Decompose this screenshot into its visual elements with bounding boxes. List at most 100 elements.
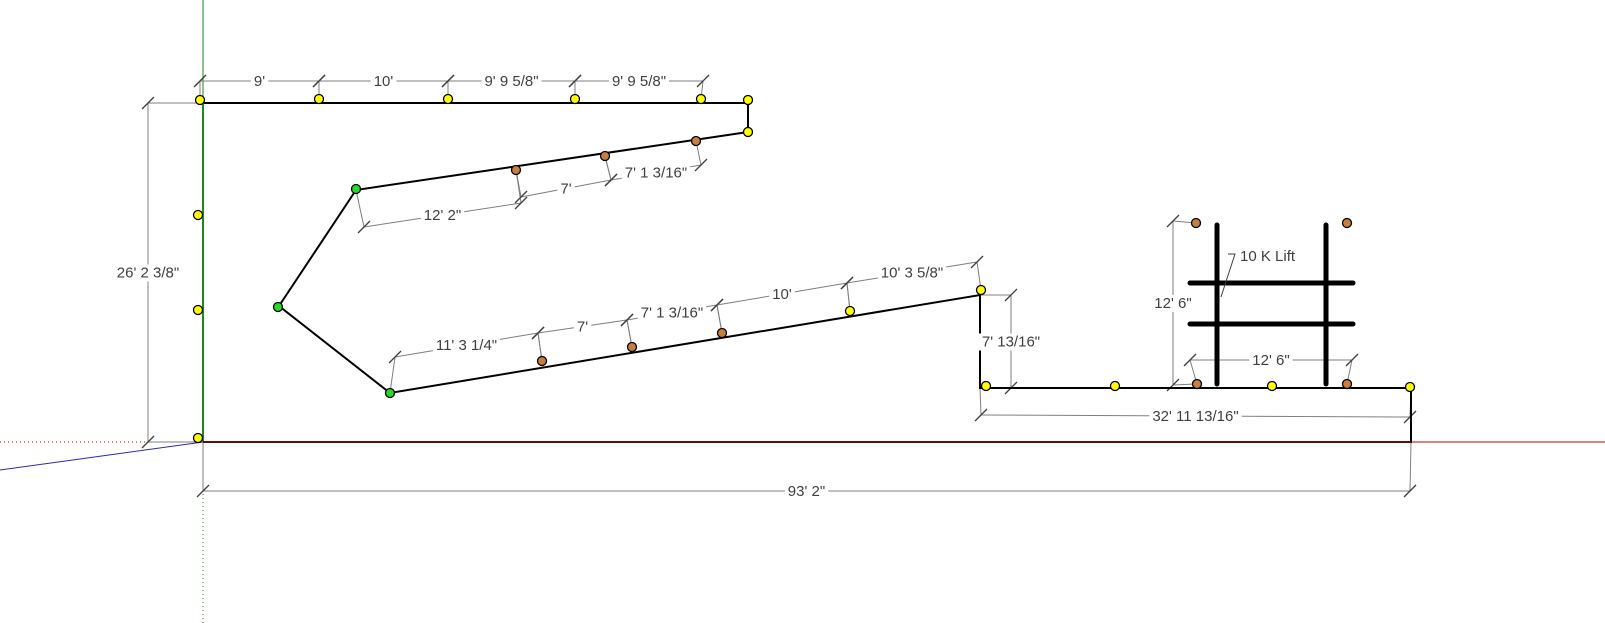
guide-points[interactable]: [192, 93, 1416, 444]
dimension-text: 12' 6": [1252, 352, 1289, 369]
dimension-text: 7': [560, 181, 571, 198]
dimension-text: 9': [254, 73, 265, 90]
dimension-label: 11' 3 1/4": [432, 337, 501, 354]
outline-polyline[interactable]: [203, 102, 1412, 443]
tick-mark: [514, 190, 528, 204]
label-background: [608, 73, 670, 90]
dimension-text: 9' 9 5/8": [484, 73, 538, 90]
tick-mark: [196, 484, 210, 498]
green-guide-point[interactable]: [350, 183, 362, 195]
brown-guide-point[interactable]: [510, 164, 522, 176]
dimension-label: 7' 1 3/16": [621, 164, 691, 182]
label-background: [250, 73, 269, 90]
green-guide-point[interactable]: [384, 387, 396, 399]
label-background: [1149, 408, 1242, 425]
yellow-guide-point[interactable]: [980, 380, 992, 392]
yellow-guide-point[interactable]: [844, 305, 856, 317]
extension-line: [1409, 441, 1412, 492]
brown-guide-point[interactable]: [1190, 217, 1202, 229]
brown-guide-point[interactable]: [1341, 217, 1353, 229]
brown-guide-point[interactable]: [1191, 378, 1203, 390]
dimension-label: 10': [769, 286, 795, 303]
yellow-guide-point[interactable]: [695, 93, 707, 105]
yellow-guide-point[interactable]: [569, 93, 581, 105]
tick-mark: [531, 326, 545, 340]
tick-mark: [696, 74, 710, 88]
tick-mark: [514, 196, 528, 210]
brown-guide-point[interactable]: [536, 355, 548, 367]
label-background: [1151, 295, 1195, 312]
tick-mark: [604, 173, 618, 187]
yellow-guide-point[interactable]: [442, 93, 454, 105]
yellow-guide-point[interactable]: [194, 94, 206, 106]
yellow-guide-point[interactable]: [1404, 381, 1416, 393]
dimension-text: 12' 2": [424, 207, 461, 224]
brown-guide-point[interactable]: [1341, 378, 1353, 390]
tick-mark: [694, 158, 708, 172]
dimension-text: 10' 3 5/8": [881, 265, 943, 282]
dimension-label: 9': [250, 73, 269, 90]
dimension-label: 7' 1 3/16": [637, 304, 707, 322]
brown-guide-point[interactable]: [599, 150, 611, 162]
tick-mark: [1004, 288, 1018, 302]
dimension-text: 26' 2 3/8": [117, 265, 179, 282]
brown-guide-point[interactable]: [690, 135, 702, 147]
yellow-guide-point[interactable]: [975, 284, 987, 296]
label-background: [432, 337, 501, 354]
dimension-text: 11' 3 1/4": [436, 337, 497, 354]
yellow-guide-point[interactable]: [192, 304, 204, 316]
dimension-label: 93' 2": [784, 483, 829, 500]
yellow-guide-point[interactable]: [742, 126, 754, 138]
lift-leader-line: [1220, 253, 1236, 298]
tick-mark: [312, 74, 326, 88]
dimension-label: 10' 3 5/8": [877, 264, 947, 282]
tick-mark: [1403, 484, 1417, 498]
yellow-guide-point[interactable]: [742, 94, 754, 106]
dimension-label: 7' 13/16": [978, 333, 1044, 351]
dimension-label: 12' 6": [1249, 352, 1293, 369]
lift-symbol[interactable]: [1187, 222, 1356, 387]
yellow-guide-point[interactable]: [1266, 380, 1278, 392]
tick-mark: [1183, 353, 1197, 367]
label-background: [784, 483, 829, 500]
dimension-label: 26' 2 3/8": [113, 264, 183, 282]
tick-mark: [141, 435, 155, 449]
brown-guide-point[interactable]: [716, 327, 728, 339]
dimension-label: 7': [557, 180, 575, 198]
yellow-guide-point[interactable]: [313, 93, 325, 105]
yellow-guide-point[interactable]: [192, 432, 204, 444]
tick-mark: [193, 74, 207, 88]
extension-line: [355, 189, 365, 228]
dimension-label: 9' 9 5/8": [481, 73, 542, 90]
dimension-text: 7' 1 3/16": [641, 305, 703, 322]
site-outline[interactable]: [202, 102, 1412, 443]
blue-axis: [0, 441, 204, 471]
tick-mark: [970, 255, 984, 269]
tick-mark: [620, 313, 634, 327]
dimension-text: 10': [374, 73, 394, 90]
dimension-label: 12' 2": [420, 207, 465, 224]
brown-guide-point[interactable]: [626, 341, 638, 353]
yellow-guide-point[interactable]: [192, 209, 204, 221]
label-background: [978, 333, 1044, 351]
label-background: [621, 164, 691, 182]
dimension-label: 32' 11 13/16": [1149, 408, 1242, 425]
label-background: [481, 73, 542, 90]
dimension-text: 7': [577, 319, 588, 336]
dimension-label: 9' 9 5/8": [608, 73, 670, 90]
dimension-text: 10': [772, 286, 792, 303]
label-background: [557, 180, 575, 198]
label-background: [637, 304, 707, 322]
lift-label: 10 K Lift: [1240, 248, 1296, 265]
tick-mark: [1345, 353, 1359, 367]
tick-mark: [974, 408, 988, 422]
dimension-text: 9' 9 5/8": [612, 73, 666, 90]
green-guide-point[interactable]: [272, 301, 284, 313]
dimension-text: 12' 6": [1154, 295, 1191, 312]
dimension-label: 7': [573, 318, 592, 336]
yellow-guide-point[interactable]: [1109, 380, 1121, 392]
dimension-label: 12' 6": [1151, 295, 1195, 312]
dimension-labels: 9' 10' 9' 9 5/8" 9' 9 5/8" 26' 2 3/8" 12' 2" 7…: [113, 73, 1296, 500]
